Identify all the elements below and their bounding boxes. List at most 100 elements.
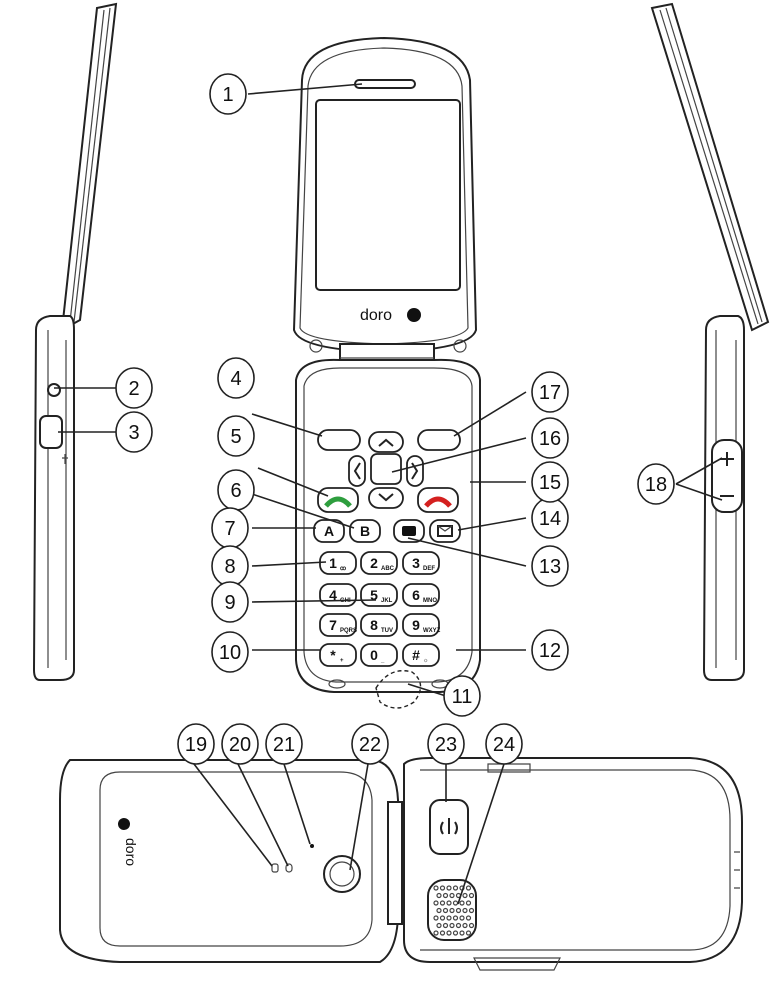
navigation-pad [348,431,424,509]
callout-number: 12 [539,640,561,662]
callout-12: 12 [531,629,569,671]
charging-contact-icon-2 [285,863,293,873]
soft-key-left [317,429,361,451]
key-digit: 8 [370,617,378,633]
front-view: doro A B [292,36,481,709]
key-digit: # [412,647,420,663]
callout-22: 22 [351,723,389,765]
doro-logo-icon [407,308,421,322]
callout-15: 15 [531,461,569,503]
envelope-icon [437,525,453,537]
callout-7: 7 [211,507,249,549]
key-letters: ABC [381,566,395,572]
callout-23: 23 [427,723,465,765]
callout-number: 6 [230,480,241,502]
charging-contact-icon [271,863,279,873]
leader-lines [54,83,723,905]
key-digit: 2 [370,555,378,571]
callout-number: 11 [452,686,473,708]
up-key [368,431,404,453]
key-letters: PQRS [340,628,357,634]
back-logo-icon [118,818,130,830]
callout-17: 17 [531,371,569,413]
callout-5: 5 [217,415,255,457]
callout-number: 2 [128,378,139,400]
callout-4: 4 [217,357,255,399]
key-letters: + [340,658,344,664]
callout-number: 9 [224,592,235,614]
earpiece-icon [354,79,416,89]
callout-18: 18 [637,463,675,505]
callout-number: 22 [359,734,381,756]
callout-number: 17 [539,382,561,404]
key-letters: ꝏ [340,566,346,572]
key-letters: MNO [423,598,437,604]
volume-key [711,439,743,513]
callout-2: 2 [115,367,153,409]
nfc-icon [440,818,458,835]
callout-9: 9 [211,581,249,623]
callout-3: 3 [115,411,153,453]
callout-number: 18 [645,474,667,496]
key-letters: _ [380,658,385,664]
callout-21: 21 [265,723,303,765]
callout-8: 8 [211,545,249,587]
back-logo: doro [123,838,139,866]
callout-10: 10 [211,631,249,673]
call-icon [324,496,352,508]
svg-text:doro: doro [123,838,139,866]
callout-number: 5 [230,426,241,448]
key-digit: 1 [329,555,337,571]
back-view: doro [59,757,743,971]
callout-number: 3 [128,422,139,444]
soft-key-right [417,429,461,451]
callout-number: 8 [224,556,235,578]
key-digit: 4 [329,587,337,603]
callout-number: 7 [224,518,235,540]
callout-1: 1 [209,73,247,115]
key-letters: ☼ [423,658,429,664]
callout-19: 19 [177,723,215,765]
key-digit: 0 [370,647,378,663]
brand-logo: doro [360,307,392,324]
left-key [348,455,366,487]
left-side-view [32,2,118,681]
callout-6: 6 [217,469,255,511]
loudspeaker [427,879,477,941]
callout-number: 15 [539,472,561,494]
key-digit: 9 [412,617,420,633]
callout-number: 24 [493,734,515,756]
callout-number: 23 [435,734,457,756]
callout-number: 10 [219,642,241,664]
key-digit: 3 [412,555,420,571]
callout-16: 16 [531,417,569,459]
end-call-icon [424,496,452,508]
key-letters: DEF [423,566,435,572]
b-key [349,519,381,543]
right-side-view [650,2,770,681]
callout-24: 24 [485,723,523,765]
ok-key [370,453,402,485]
sensor-dot-icon [310,844,314,848]
callout-number: 19 [185,734,207,756]
key-11: 0_ [360,643,398,667]
key-letters: WXYZ [423,628,441,634]
key-10: *+ [319,643,357,667]
key-letters: TUV [381,628,393,634]
callout-20: 20 [221,723,259,765]
headset-jack-icon [47,383,61,397]
callout-13: 13 [531,545,569,587]
callout-number: 13 [539,556,561,578]
callout-14: 14 [531,497,569,539]
